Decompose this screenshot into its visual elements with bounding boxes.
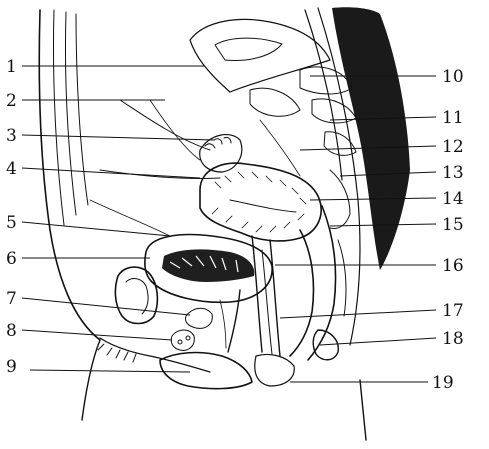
label-19: 19 [432,373,454,393]
label-11: 11 [442,108,464,128]
leader-9 [30,370,190,372]
pubic-bone [115,267,157,323]
uterus [200,163,321,241]
label-17: 17 [442,301,464,321]
leader-17 [280,310,436,318]
label-16: 16 [442,256,464,276]
label-6: 6 [6,249,17,269]
label-14: 14 [442,189,464,209]
leader-3 [22,135,215,140]
pelvis-drawing [39,7,410,440]
leader-5 [22,222,170,236]
leader-7 [22,298,190,315]
label-13: 13 [442,163,464,183]
label-15: 15 [442,215,464,235]
label-5: 5 [6,213,17,233]
label-1: 1 [6,57,17,77]
label-3: 3 [6,126,17,146]
labels-left: 1 2 3 4 5 6 7 8 9 [6,57,17,377]
label-4: 4 [6,159,17,179]
rectum [290,230,314,356]
leader-4 [22,168,200,178]
label-18: 18 [442,329,464,349]
label-8: 8 [6,321,17,341]
spine-column [332,7,410,270]
label-10: 10 [442,67,464,87]
label-7: 7 [6,289,17,309]
labels-right: 10 11 12 13 14 15 16 17 18 19 [432,67,464,393]
label-2: 2 [6,91,17,111]
label-9: 9 [6,357,17,377]
label-12: 12 [442,137,464,157]
